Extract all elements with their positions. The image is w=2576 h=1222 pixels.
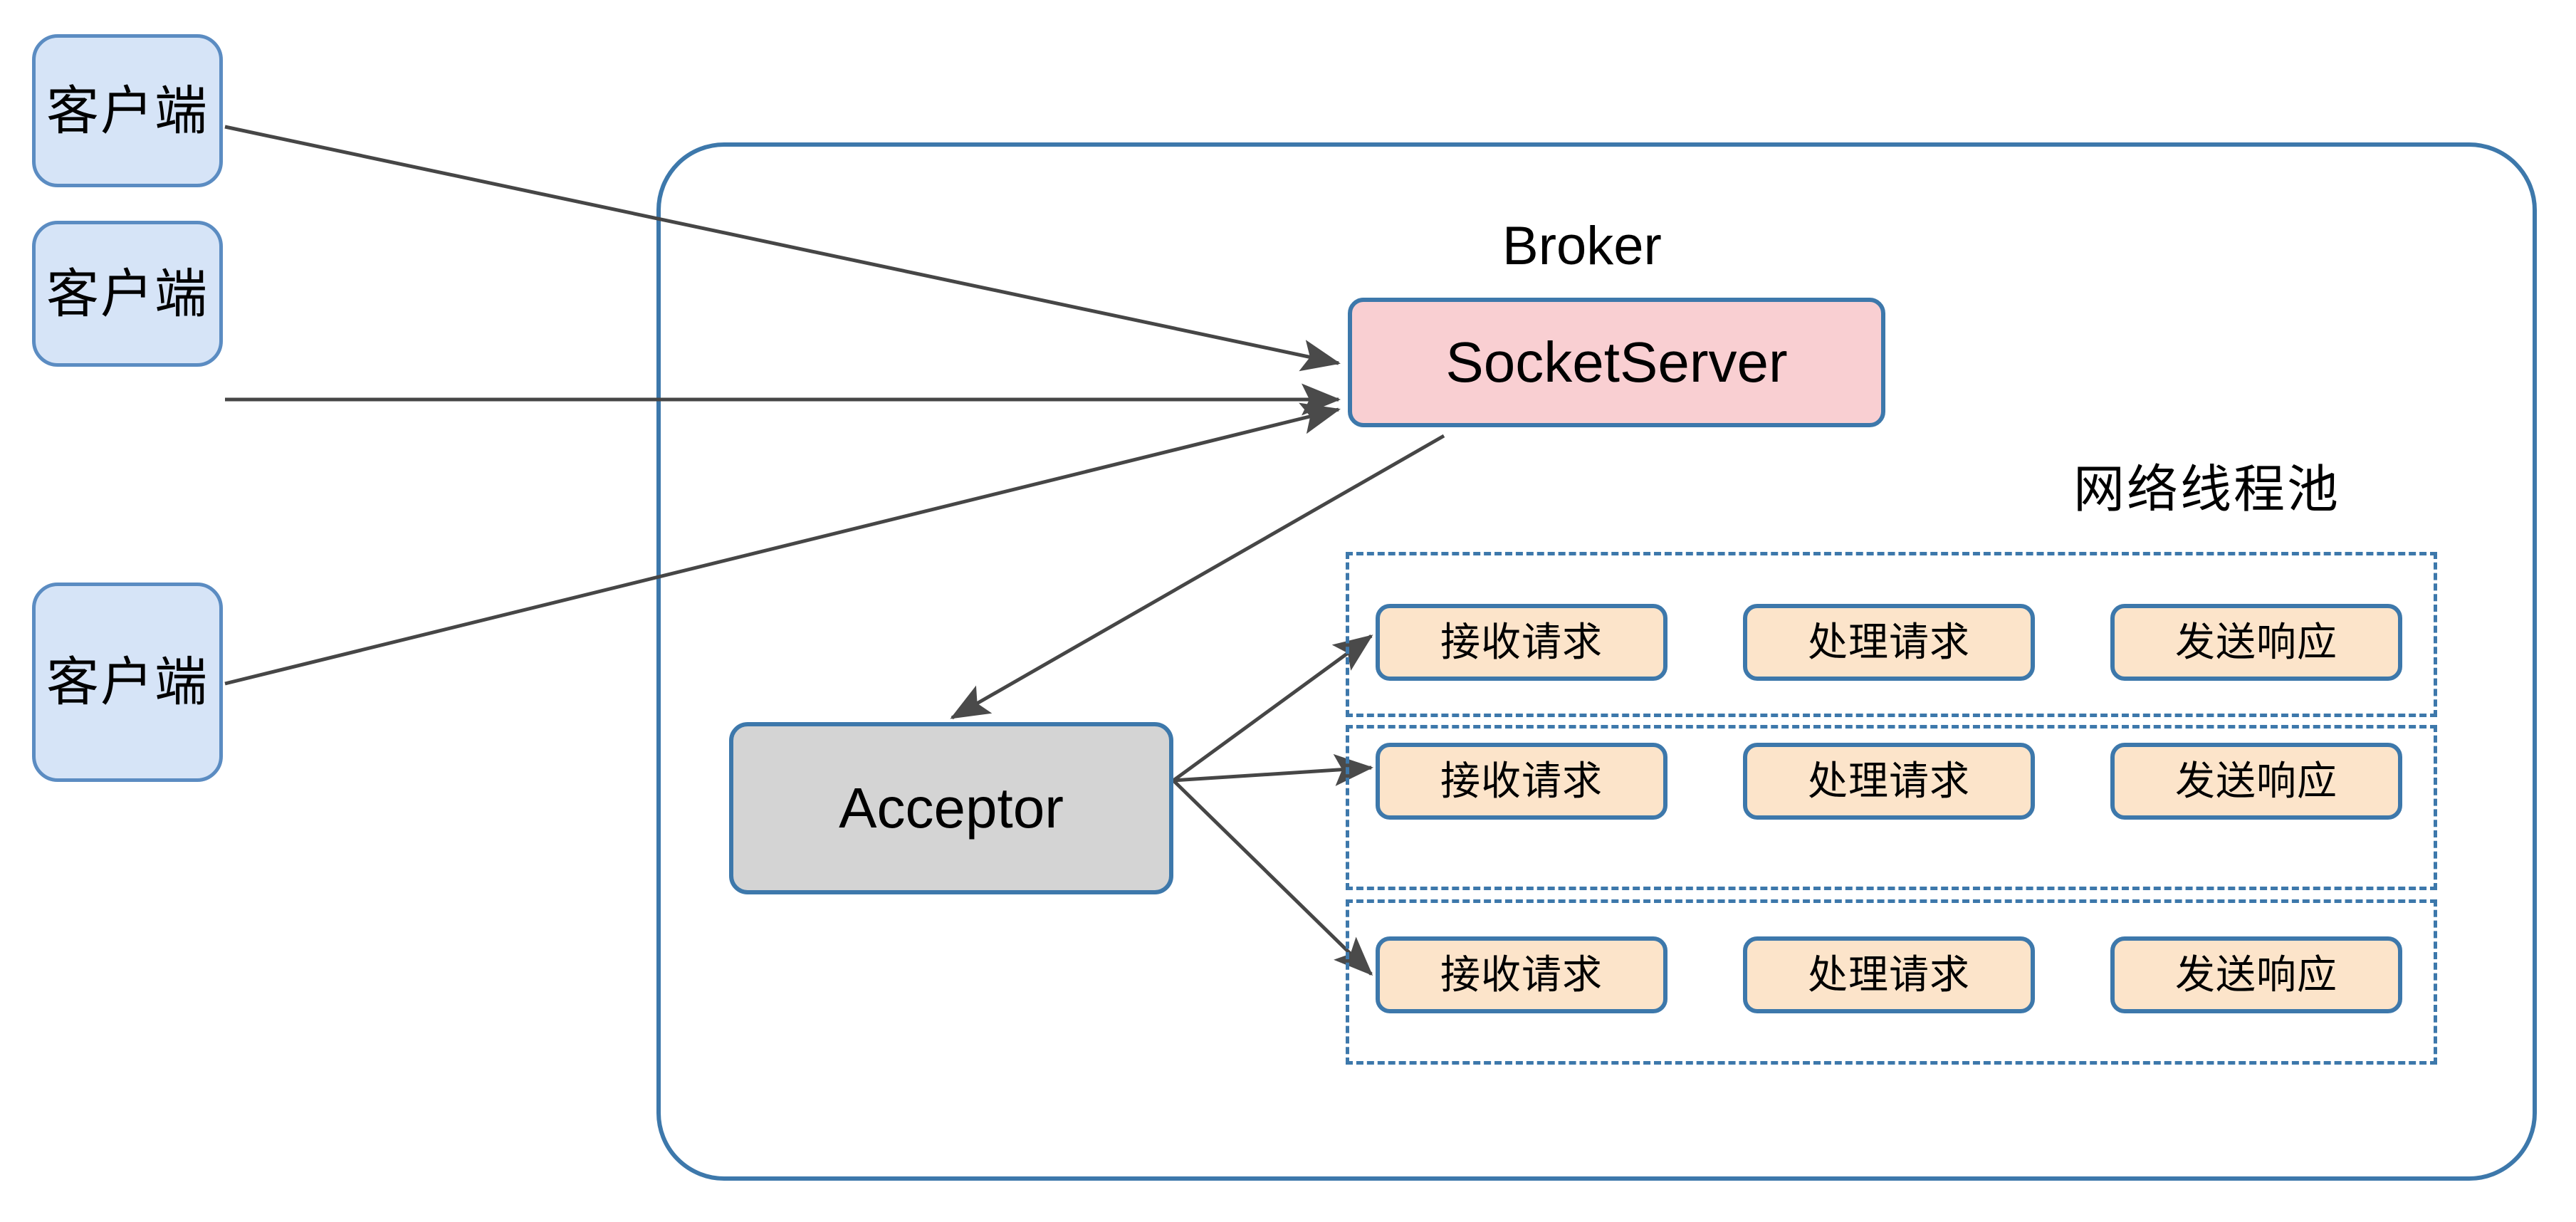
broker-title-text: Broker (1502, 216, 1662, 276)
thread-row-3-respond-label: 发送响应 (2175, 952, 2337, 998)
thread-row-2-process[interactable]: 处理请求 (1743, 743, 2035, 820)
thread-row-3-receive-label: 接收请求 (1440, 952, 1603, 998)
thread-pool-row-2 (1346, 725, 2437, 890)
thread-row-3-receive[interactable]: 接收请求 (1376, 936, 1667, 1013)
acceptor-label: Acceptor (839, 776, 1064, 840)
thread-row-1-process-label: 处理请求 (1808, 620, 1970, 665)
acceptor-node[interactable]: Acceptor (729, 722, 1173, 894)
client-node-3-label: 客户端 (46, 652, 209, 712)
thread-row-1-respond[interactable]: 发送响应 (2110, 604, 2402, 681)
client-node-1-label: 客户端 (46, 80, 209, 140)
thread-row-2-process-label: 处理请求 (1808, 758, 1970, 804)
client-node-2-label: 客户端 (46, 263, 209, 323)
thread-row-3-respond[interactable]: 发送响应 (2110, 936, 2402, 1013)
thread-pool-row-3 (1346, 899, 2437, 1065)
thread-pool-row-1 (1346, 552, 2437, 717)
thread-row-2-receive[interactable]: 接收请求 (1376, 743, 1667, 820)
thread-row-3-process[interactable]: 处理请求 (1743, 936, 2035, 1013)
thread-row-2-respond[interactable]: 发送响应 (2110, 743, 2402, 820)
thread-row-3-process-label: 处理请求 (1808, 952, 1970, 998)
thread-row-2-respond-label: 发送响应 (2175, 758, 2337, 804)
thread-row-2-receive-label: 接收请求 (1440, 758, 1603, 804)
thread-row-1-respond-label: 发送响应 (2175, 620, 2337, 665)
thread-row-1-receive[interactable]: 接收请求 (1376, 604, 1667, 681)
socket-server-label: SocketServer (1445, 330, 1788, 394)
socket-server-node[interactable]: SocketServer (1348, 298, 1885, 427)
client-node-3[interactable]: 客户端 (32, 583, 223, 782)
thread-row-1-process[interactable]: 处理请求 (1743, 604, 2035, 681)
client-node-2[interactable]: 客户端 (32, 221, 223, 367)
client-node-1[interactable]: 客户端 (32, 34, 223, 187)
broker-title: Broker (1502, 215, 1662, 277)
thread-pool-title: 网络线程池 (2073, 447, 2340, 522)
thread-pool-title-text: 网络线程池 (2073, 461, 2341, 518)
thread-row-1-receive-label: 接收请求 (1440, 620, 1603, 665)
